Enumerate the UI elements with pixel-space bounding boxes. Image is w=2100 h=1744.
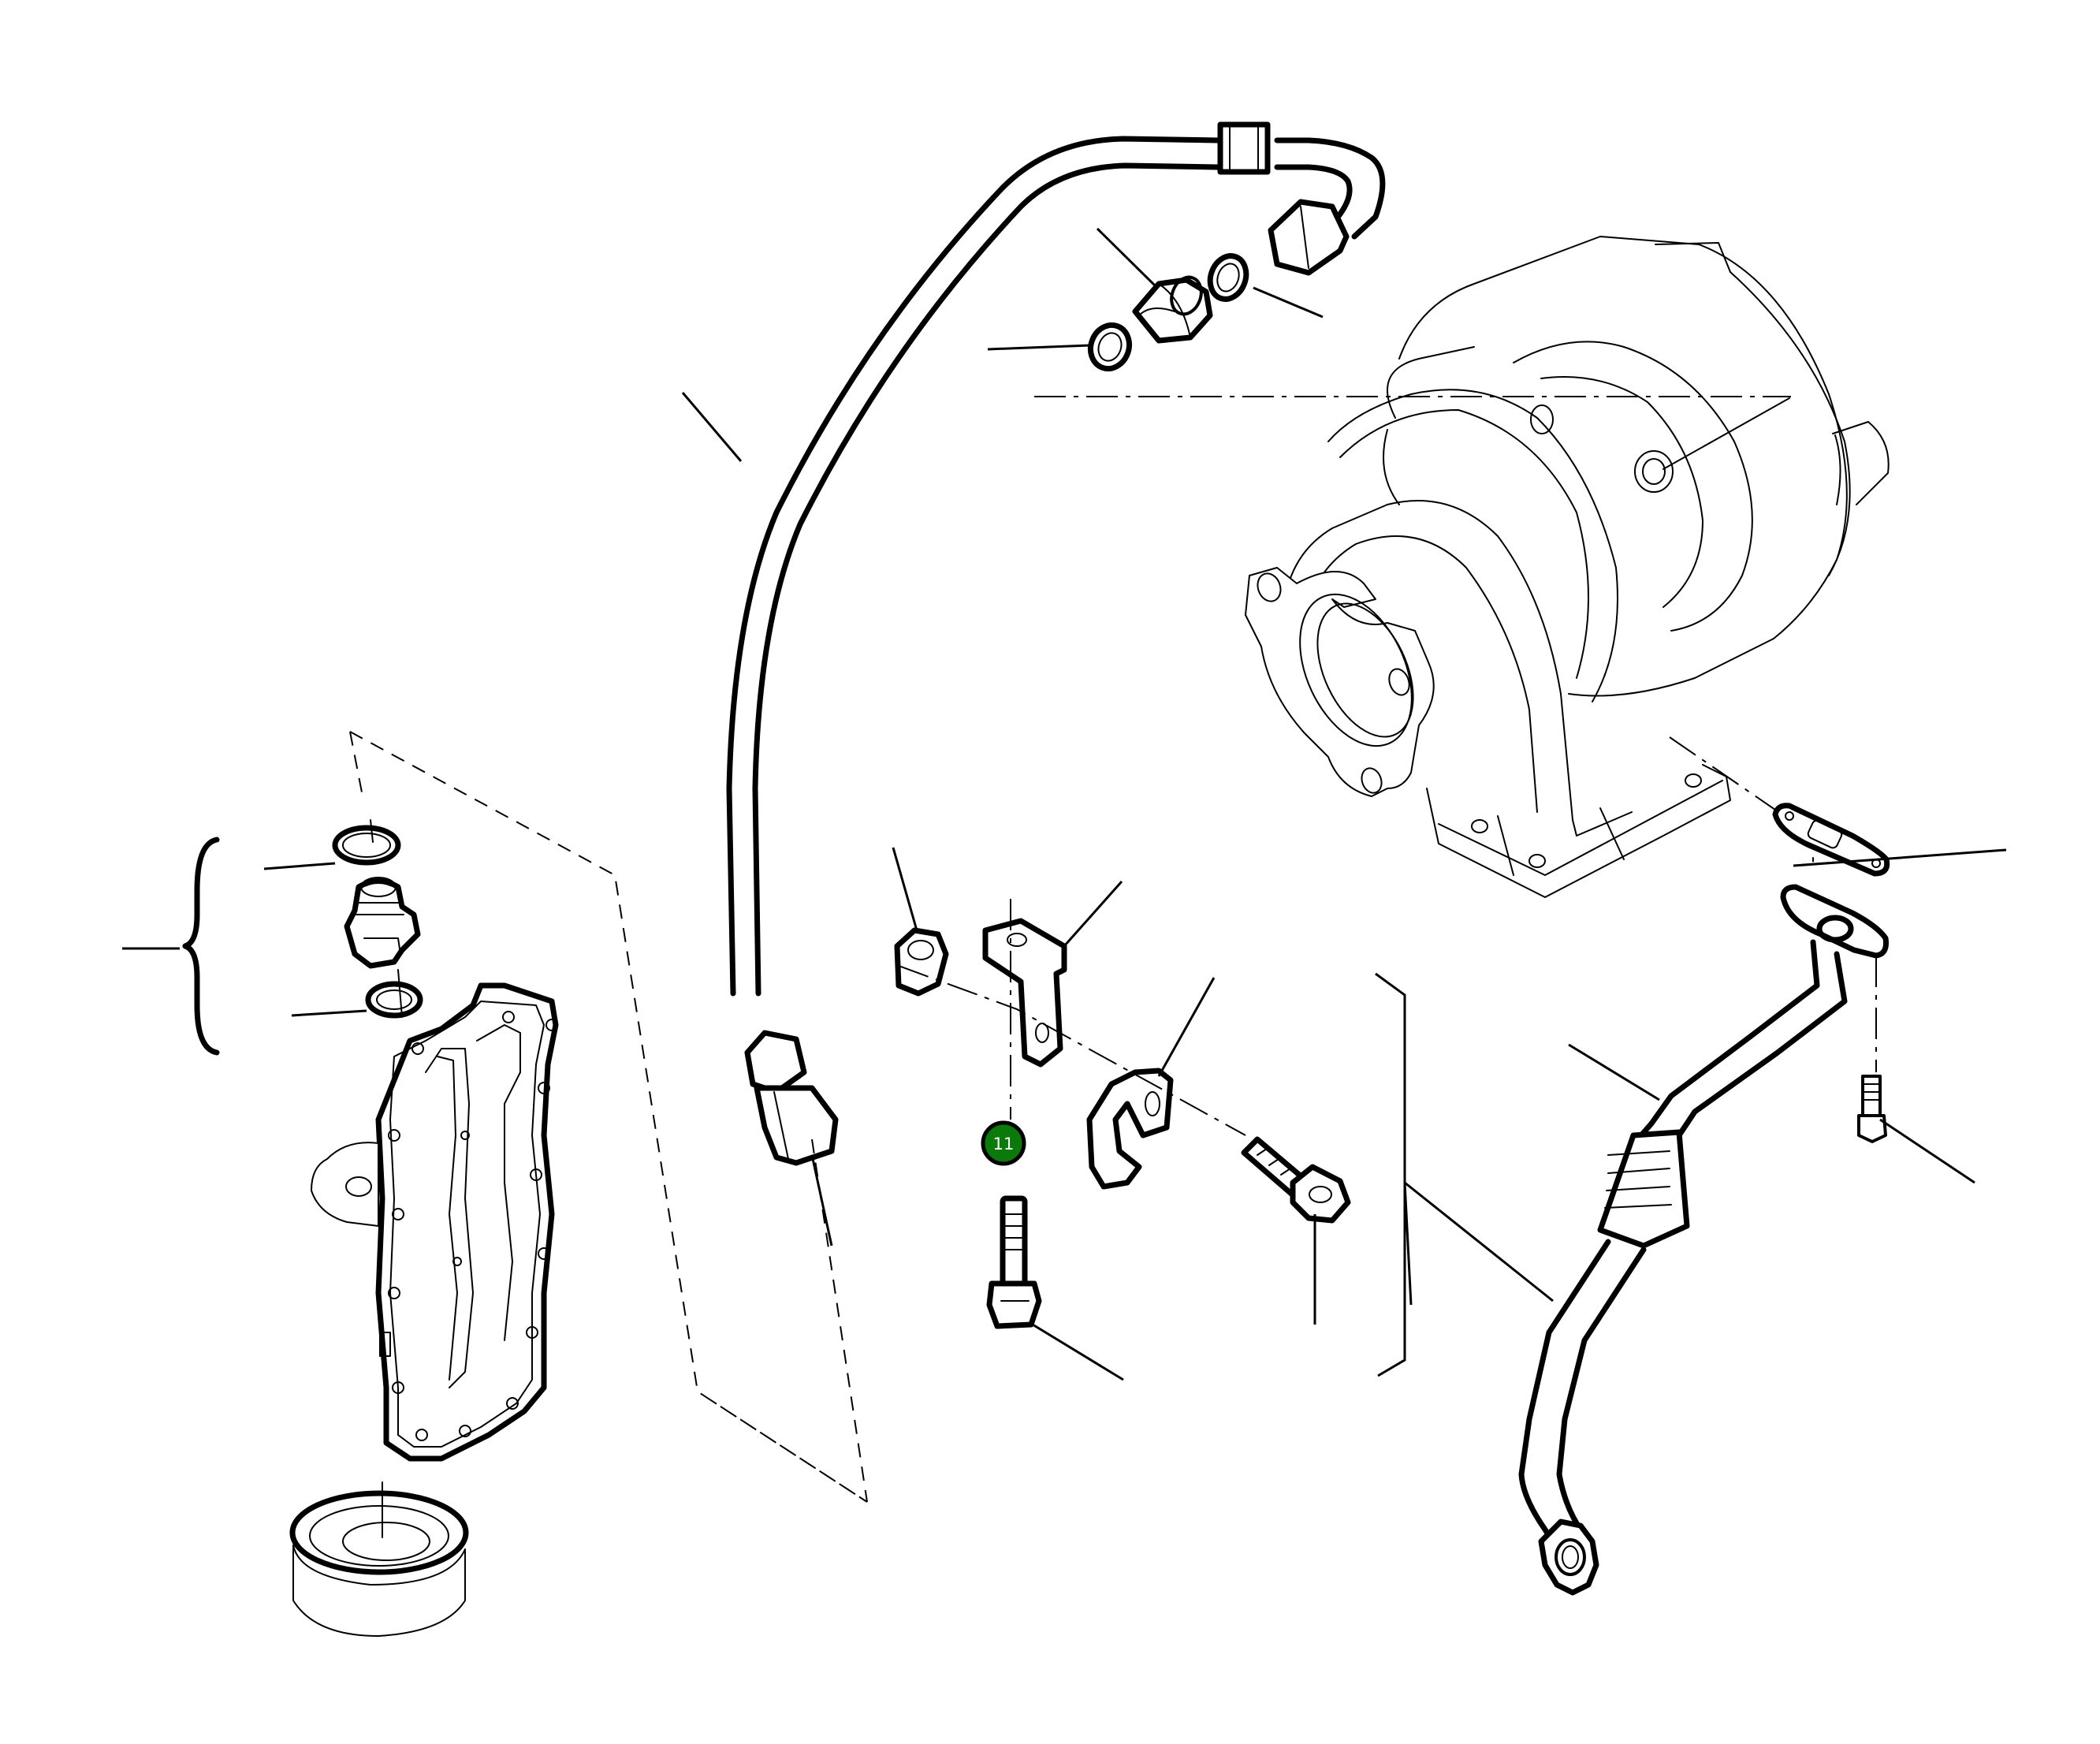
- adapter-fitting-kit[interactable]: [332, 819, 423, 1019]
- kit-brace: [182, 837, 220, 1056]
- centerline: [1669, 736, 1814, 867]
- bracket[interactable]: [982, 918, 1067, 1068]
- pipe-clamp[interactable]: [1086, 1068, 1174, 1190]
- flange-bolt-angled[interactable]: [1241, 1136, 1351, 1224]
- flange-bolt-vertical[interactable]: [986, 1195, 1042, 1329]
- oil-feed-pipe[interactable]: [726, 121, 1386, 1166]
- return-pipe-bolt[interactable]: [1857, 956, 1887, 1143]
- assembly-boundary: [349, 731, 868, 1503]
- turbocharger[interactable]: [1245, 236, 1890, 898]
- centerline: [898, 965, 1246, 1136]
- callout-11-badge[interactable]: 11: [981, 1120, 1026, 1166]
- spacer-nut[interactable]: [894, 927, 949, 997]
- callout-11-label: 11: [993, 1135, 1015, 1153]
- assembly-boundary: [349, 731, 363, 797]
- banjo-fitting[interactable]: [1132, 273, 1213, 344]
- oil-filter-element[interactable]: [289, 1481, 469, 1637]
- sealing-ring-lower[interactable]: [1085, 319, 1135, 374]
- oil-filter-housing[interactable]: [311, 982, 559, 1462]
- oil-return-pipe[interactable]: [1518, 884, 1889, 1596]
- leader-lines: [122, 227, 2007, 1381]
- sealing-ring-upper[interactable]: [1205, 251, 1252, 304]
